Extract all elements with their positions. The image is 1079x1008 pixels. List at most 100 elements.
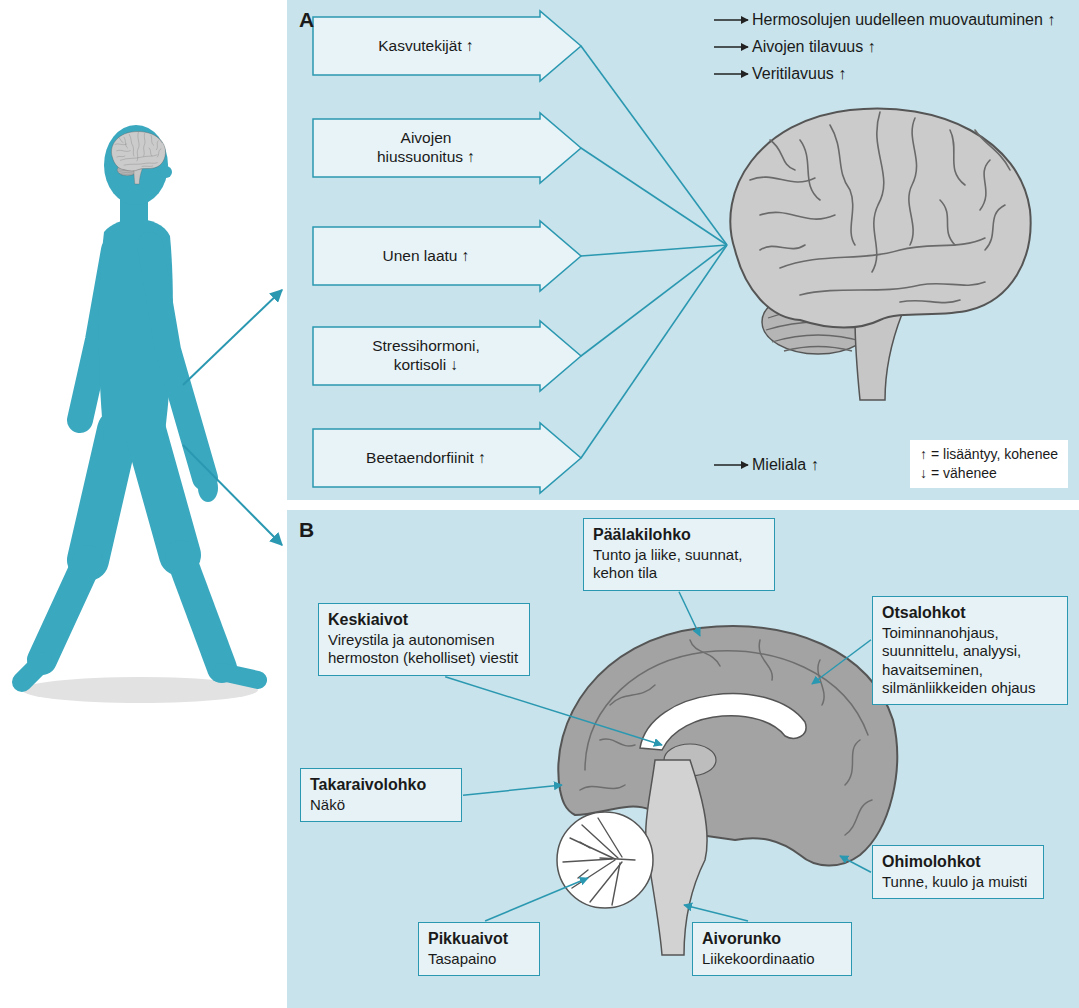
brain-region-box: PikkuaivotTasapaino [418, 922, 540, 976]
panel-background [287, 0, 1079, 500]
effect-result: Hermosolujen uudelleen muovautuminen ↑ [752, 10, 1055, 29]
brain-sagittal [572, 860, 615, 888]
arrow-outline [313, 321, 581, 391]
brain-region-box: AivorunkoLiikekoordinaatio [692, 922, 852, 976]
brain-sagittal [585, 651, 868, 770]
region-function: Toiminnanohjaus, suunnittelu, analyysi, … [882, 624, 1058, 697]
panel-background [287, 0, 1079, 1008]
panel-background [287, 510, 1079, 1008]
brain-region-box: PäälakilohkoTunto ja liike, suunnat, keh… [583, 518, 775, 591]
brain-sagittal [759, 640, 772, 680]
result-arrow [714, 464, 748, 466]
brain-sagittal [578, 842, 590, 878]
brain-region-box: OtsalohkotToiminnanohjaus, suunnittelu, … [872, 596, 1068, 705]
leader-line [445, 677, 662, 745]
result-arrow [714, 46, 748, 48]
brain-sagittal [690, 640, 720, 666]
region-function: Tunto ja liike, suunnat, kehon tila [593, 546, 765, 583]
brain-sagittal [610, 685, 655, 705]
result-arrow [714, 19, 748, 21]
walking-figure [222, 672, 258, 680]
brain-sagittal [580, 785, 625, 790]
effect-text: Kasvutekijät ↑ [378, 37, 474, 56]
effect-text: Unen laatu ↑ [382, 247, 469, 266]
effect-text: Beetaendorfiinit ↑ [366, 449, 486, 468]
brain-region-box: TakaraivolohkoNäkö [300, 768, 462, 822]
figure-panel: AKasvutekijät ↑Aivojen hiussuonitus ↑Une… [287, 0, 1079, 500]
walking-figure [111, 132, 165, 184]
region-name: Otsalohkot [882, 603, 1058, 622]
illustration-layer [730, 108, 1030, 400]
effect-arrow-box: Beetaendorfiinit ↑ [312, 422, 582, 494]
effect-result: Veritilavuus ↑ [752, 64, 846, 83]
brain-region-box: KeskiaivotVireystila ja autonomisen herm… [318, 603, 530, 676]
region-name: Keskiaivot [328, 610, 520, 629]
effect-arrow-box: Stressihormoni, kortisoli ↓ [312, 320, 582, 392]
legend-row: ↑ = lisääntyy, kohenee [920, 445, 1058, 464]
walking-figure [180, 555, 222, 668]
brain-sagittal [580, 640, 872, 835]
label-slot: Hermosolujen uudelleen muovautuminen ↑ [752, 10, 1055, 29]
arrow-outline [313, 113, 581, 183]
converging-line [581, 245, 727, 356]
effect-arrow-box: Aivojen hiussuonitus ↑ [312, 112, 582, 184]
brain-sagittal [563, 818, 635, 905]
brain-sagittal [845, 740, 860, 785]
walking-figure [22, 125, 258, 703]
brain-sagittal [557, 812, 653, 908]
converging-line [581, 245, 727, 256]
figure-arrow [183, 290, 282, 545]
region-function: Tunne, kuulo ja muisti [882, 873, 1034, 891]
effect-arrow-box: Kasvutekijät ↑ [312, 10, 582, 82]
region-name: Aivorunko [702, 929, 842, 948]
label-slot: Mieliala ↑ [752, 455, 819, 474]
brain-sagittal [582, 825, 618, 858]
converging-lines [581, 46, 727, 458]
brain-sagittal [590, 862, 622, 902]
leader-line [463, 785, 562, 795]
leader-line [679, 592, 700, 636]
legend-text: ↓ = vähenee [920, 465, 997, 481]
effect-arrow-box: Unen laatu ↑ [312, 220, 582, 292]
converging-line [581, 46, 727, 245]
leader-line [840, 856, 871, 872]
brain-sagittal [600, 739, 635, 746]
effect-result: Aivojen tilavuus ↑ [752, 37, 876, 56]
effect-text: Aivojen hiussuonitus ↑ [356, 129, 496, 166]
region-name: Päälakilohko [593, 525, 765, 544]
converging-line [581, 148, 727, 245]
figure-arrow [183, 290, 282, 385]
brain-sagittal [612, 863, 620, 905]
brain-sagittal [557, 626, 897, 955]
region-function: Liikekoordinaatio [702, 950, 842, 968]
arrow-outline [313, 423, 581, 493]
brain-sagittal [640, 694, 806, 750]
result-arrow [714, 20, 748, 465]
brain-sagittal [818, 660, 824, 705]
leader-line [684, 905, 748, 921]
region-name: Ohimolohkot [882, 852, 1034, 871]
converging-line [581, 245, 727, 458]
label-slot: Veritilavuus ↑ [752, 64, 846, 83]
walking-figure [88, 430, 118, 560]
label-slot: Aivojen tilavuus ↑ [752, 37, 876, 56]
arrow-outline [313, 221, 581, 291]
legend-row: ↓ = vähenee [920, 464, 1058, 483]
walking-figure [160, 166, 172, 178]
effect-result: Mieliala ↑ [752, 455, 819, 474]
walking-figure [150, 245, 205, 478]
walking-figure [22, 662, 42, 682]
brain-region-box: OhimolohkotTunne, kuulo ja muisti [872, 845, 1044, 899]
effect-text: Stressihormoni, kortisoli ↓ [356, 337, 496, 374]
legend-box: ↑ = lisääntyy, kohenee ↓ = vähenee [910, 440, 1068, 488]
leader-line [485, 878, 588, 921]
figure-arrow [183, 445, 282, 545]
region-function: Vireystila ja autonomisen hermoston (keh… [328, 631, 520, 668]
walking-figure [104, 125, 168, 205]
walking-figure [145, 430, 180, 555]
brain-sagittal [845, 800, 872, 835]
figure-panel: BPäälakilohkoTunto ja liike, suunnat, ke… [287, 510, 1079, 1008]
walking-figure [42, 560, 88, 660]
legend-text: ↑ = lisääntyy, kohenee [920, 446, 1058, 462]
